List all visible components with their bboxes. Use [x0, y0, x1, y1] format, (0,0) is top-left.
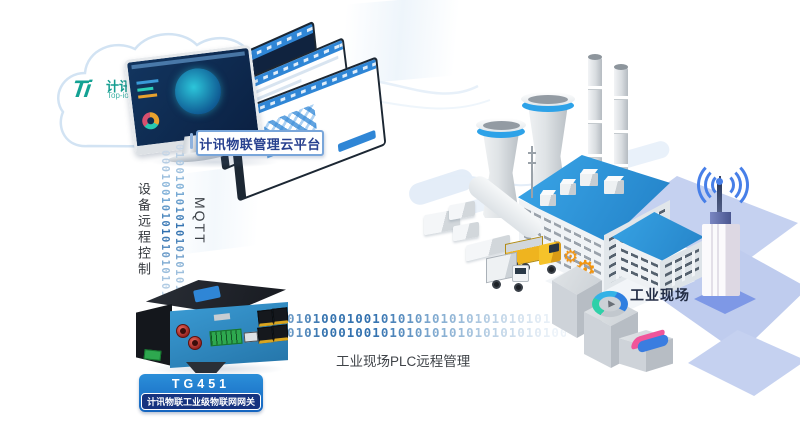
sim-slot [213, 313, 231, 321]
antenna-connector-icon [176, 324, 190, 338]
gateway-name: 计讯物联工业级物联网网关 [141, 393, 261, 410]
roof-vent [540, 194, 556, 206]
dashboard-donut-chart [141, 111, 161, 131]
site-label: 工业现场 [630, 287, 690, 303]
dashboard-map-globe [172, 65, 224, 117]
van-wheel [492, 280, 501, 289]
crate [449, 200, 475, 221]
gauge-needle [605, 299, 616, 308]
gateway-model: TG451 [171, 377, 231, 391]
usb-port [243, 331, 259, 343]
delivery-van [486, 251, 530, 292]
ethernet-port [272, 324, 288, 342]
ethernet-port [272, 307, 288, 325]
wifi-arc [697, 158, 749, 211]
platform-label: 计讯物联管理云平台 [196, 130, 324, 156]
dashboard-bar [136, 79, 159, 85]
roof-vent [560, 183, 576, 195]
iso-path [688, 330, 800, 396]
antenna-connector-icon [188, 336, 202, 350]
truck-window [549, 243, 559, 254]
roof-vent [580, 173, 598, 186]
van-window [515, 268, 526, 274]
gauge-icon [592, 290, 628, 318]
logo-mark-icon: Ti [70, 76, 91, 103]
wifi-signal-icon [688, 158, 752, 211]
tower-cap [710, 212, 731, 226]
platform-label-tick [190, 133, 193, 149]
dashboard-bar [137, 86, 154, 92]
logo-sub-brand: Top-iot [107, 91, 132, 100]
roof-pole [531, 146, 533, 198]
remote-control-label: 设备远程控制 [136, 182, 151, 278]
roof-pole-tick [528, 162, 536, 164]
binary-stream-horizontal-1: 0101010001001010101010101010101010100100 [270, 311, 566, 326]
van-wheel [514, 283, 523, 292]
ethernet-port [257, 326, 274, 344]
mqtt-protocol-label: MQTT [192, 197, 208, 245]
signal-tower-building [702, 224, 740, 296]
binary-stream-horizontal-2: 0101010001001010101010101010101010010010 [270, 325, 566, 340]
gateway-front-panel [170, 302, 288, 368]
binary-stream-vertical-1: 0001001010101010101010 [159, 150, 171, 308]
cooling-tower-opening [482, 121, 520, 130]
gear-icon: ⚙ [563, 247, 579, 266]
van-cab [512, 265, 529, 282]
gateway-device [132, 280, 290, 380]
roof-pole-tick [528, 152, 536, 154]
terminal-block [209, 328, 243, 347]
plc-remote-caption: 工业现场PLC远程管理 [336, 354, 471, 369]
binary-stream-vertical-2: 0100101010101010101001 [173, 144, 185, 308]
screen-button-bar [337, 129, 376, 153]
monitor-shadow [150, 156, 280, 168]
crate [453, 221, 479, 242]
truck-cab [539, 240, 561, 266]
gateway-badge: TG451 计讯物联工业级物联网网关 [139, 374, 263, 412]
roof-vent [604, 180, 624, 194]
gateway-mount-foot [186, 362, 226, 373]
ethernet-port [257, 309, 274, 327]
power-connector [143, 349, 162, 361]
cooling-tower-opening [528, 95, 568, 104]
dashboard-bar [138, 93, 158, 99]
truck-wheel [547, 265, 556, 274]
